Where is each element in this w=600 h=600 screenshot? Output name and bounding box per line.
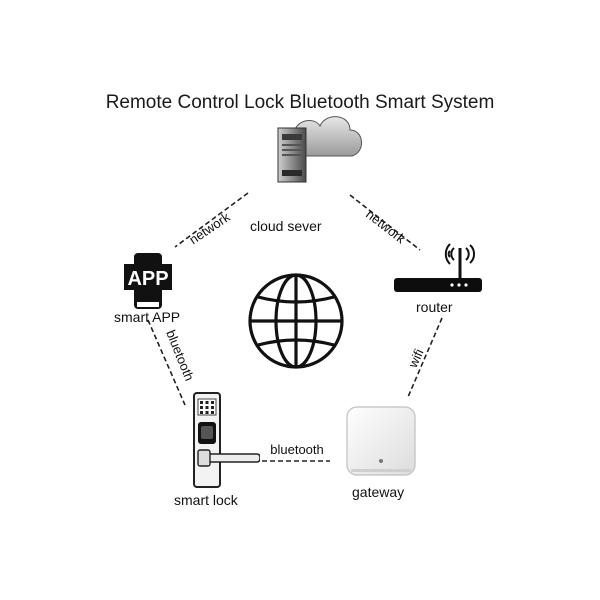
smart-app-label: smart APP bbox=[114, 309, 181, 325]
globe-icon bbox=[248, 273, 344, 369]
app-icon-text: APP bbox=[127, 268, 168, 290]
link-line-router-gateway bbox=[407, 317, 443, 398]
link-label-app-lock: bluetooth bbox=[163, 328, 197, 383]
link-line-cloud-app bbox=[174, 192, 249, 248]
diagram-title: Remote Control Lock Bluetooth Smart Syst… bbox=[105, 92, 495, 113]
smart-lock-label: smart lock bbox=[174, 492, 238, 508]
gateway-label: gateway bbox=[352, 484, 405, 500]
gateway-icon bbox=[346, 406, 416, 476]
link-label-cloud-app: network bbox=[186, 209, 233, 247]
router-icon bbox=[394, 243, 482, 292]
smart-lock-icon bbox=[193, 392, 260, 488]
link-line-cloud-router bbox=[349, 194, 421, 251]
router-label: router bbox=[416, 299, 453, 315]
link-label-lock-gateway: bluetooth bbox=[270, 442, 324, 457]
smart-app-icon: APP bbox=[122, 252, 174, 310]
cloud-server-icon bbox=[277, 116, 362, 183]
link-label-router-gateway: wifi bbox=[405, 346, 427, 370]
cloud-server-label: cloud sever bbox=[250, 218, 322, 234]
